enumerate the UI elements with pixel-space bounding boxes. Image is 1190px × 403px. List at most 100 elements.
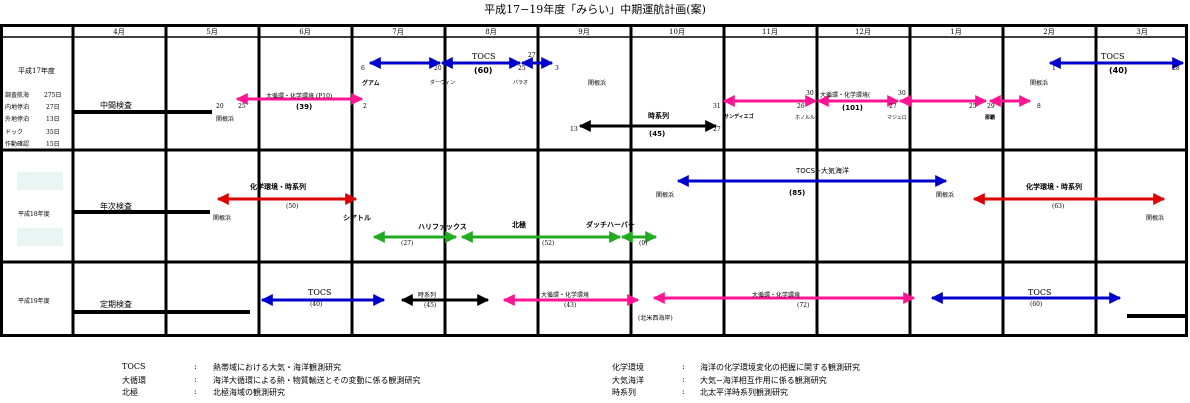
legend-desc: 海洋大循環による熱・物質輸送とその変動に係る観測研究 xyxy=(213,376,421,385)
port-label: 関根浜 xyxy=(213,215,232,222)
legend-abbr: 北極 xyxy=(122,388,138,397)
cruise-label: 大循環・化学環境( xyxy=(820,92,871,99)
year-label: 平成18年度 xyxy=(18,211,50,218)
month-header: 8月 xyxy=(485,28,497,36)
cruise-label: 大循環・化学環境 (P10) xyxy=(266,93,333,100)
page-title: 平成17−19年度「みらい」中期運航計画(案) xyxy=(484,3,706,16)
day-label: 13 xyxy=(570,126,578,133)
cruise-label: 化学環境・時系列 xyxy=(1026,183,1082,191)
port-label: 関根浜 xyxy=(1146,215,1165,222)
port-label: ダッチハーバー xyxy=(586,221,635,229)
legend-colon: : xyxy=(682,362,685,371)
day-label: 1 xyxy=(1052,65,1056,72)
port-label: グアム xyxy=(362,80,380,87)
day-label: 27 xyxy=(889,103,897,110)
day-label: 25 xyxy=(238,103,246,110)
cruise-label: 大循環・化学環境 xyxy=(752,292,801,299)
stat-label: 内地停泊 xyxy=(5,104,30,111)
inspection-label: 年次検査 xyxy=(100,202,132,211)
month-header: 9月 xyxy=(578,28,590,36)
month-header: 3月 xyxy=(1136,28,1148,36)
port-label: 関根浜 xyxy=(588,80,607,87)
days-count: (45) xyxy=(424,302,437,309)
day-label: 26 xyxy=(797,103,805,110)
days-count: (40) xyxy=(1109,66,1128,75)
month-header: 4月 xyxy=(113,28,125,36)
port-label: マジュロ xyxy=(887,115,907,121)
day-label: 2 xyxy=(363,103,367,110)
legend-desc: 熱帯域における大気・海洋観測研究 xyxy=(213,363,341,372)
month-header: 2月 xyxy=(1043,28,1055,36)
cruise-label: TOCS−大気海洋 xyxy=(796,167,849,175)
stat-value: 15日 xyxy=(46,141,60,148)
legend-abbr: 大循環 xyxy=(122,376,146,385)
port-label: ダーウィン xyxy=(430,80,456,86)
day-label: 30 xyxy=(898,90,906,97)
day-label: 29 xyxy=(987,103,995,110)
legend-desc: 大気−海洋相互作用に係る観測研究 xyxy=(700,376,827,385)
port-label: 関根浜 xyxy=(216,116,235,123)
day-label: 3 xyxy=(555,65,559,72)
legend-abbr: 化学環境 xyxy=(612,363,644,372)
inspection-label: 中間検査 xyxy=(100,101,132,110)
inspection-label: 定期検査 xyxy=(100,300,132,309)
days-count: (40) xyxy=(310,301,323,308)
month-header: 6月 xyxy=(299,28,311,36)
port-label: 那覇 xyxy=(985,115,996,121)
month-header: 10月 xyxy=(669,28,685,36)
days-count: (45) xyxy=(649,130,666,138)
port-label: ホノルル xyxy=(795,115,816,121)
stat-label: 作動確認 xyxy=(5,141,30,148)
cruise-label: TOCS xyxy=(472,52,496,61)
day-label: 25 xyxy=(969,103,977,110)
legend-desc: 北太平洋時系列観測研究 xyxy=(700,388,788,397)
port-label: 関根浜 xyxy=(936,192,955,199)
port-label: パラオ xyxy=(513,80,529,86)
days-count: (52) xyxy=(542,240,555,247)
port-label: 関根浜 xyxy=(656,192,675,199)
cruise-label: TOCS xyxy=(308,288,332,297)
days-count: (85) xyxy=(789,189,806,197)
year-label: 平成19年度 xyxy=(18,298,50,305)
days-count: (50) xyxy=(286,203,299,210)
legend-abbr: 大気海洋 xyxy=(612,376,644,385)
port-label: ハリファックス xyxy=(418,223,467,231)
days-count: (60) xyxy=(474,66,493,75)
cruise-label: 大循環・化学環境 xyxy=(541,292,590,299)
cruise-label: TOCS xyxy=(1101,52,1125,61)
month-header: 7月 xyxy=(392,28,404,36)
month-header: 12月 xyxy=(855,28,871,36)
legend-desc: 海洋の化学環境変化の把握に関する観測研究 xyxy=(700,363,860,372)
month-header: 5月 xyxy=(206,28,218,36)
stat-value: 13日 xyxy=(46,116,60,123)
days-count: (43) xyxy=(564,302,577,309)
port-label: (北米西海岸) xyxy=(638,315,673,322)
stat-label: 外地停泊 xyxy=(5,116,30,123)
days-count: (27) xyxy=(401,240,414,247)
legend-abbr: TOCS xyxy=(122,362,146,371)
days-count: (63) xyxy=(1052,203,1065,210)
cruise-label: 化学環境・時系列 xyxy=(250,183,306,191)
legend-colon: : xyxy=(682,387,685,396)
legend-desc: 北極海域の観測研究 xyxy=(213,388,285,397)
day-label: 20 xyxy=(434,65,442,72)
day-label: 27 xyxy=(713,126,721,133)
cruise-label: 北極 xyxy=(512,221,526,229)
days-count: (39) xyxy=(296,103,313,111)
day-label: 20 xyxy=(216,103,224,110)
legend-colon: : xyxy=(194,362,197,371)
days-count: (72) xyxy=(797,302,810,309)
day-label: 30 xyxy=(806,90,814,97)
year-label: 平成17年度 xyxy=(18,67,55,75)
port-label: サンディエゴ xyxy=(724,114,754,120)
day-label: 28 xyxy=(1172,65,1180,72)
days-count: (101) xyxy=(842,104,864,112)
days-count: (60) xyxy=(1030,301,1043,308)
day-label: 31 xyxy=(713,103,721,110)
cruise-label: TOCS xyxy=(1028,288,1052,297)
port-label: 関根浜 xyxy=(1030,80,1049,87)
legend-colon: : xyxy=(682,375,685,384)
stat-value: 27日 xyxy=(46,104,60,111)
cruise-label: 時系列 xyxy=(648,112,669,120)
